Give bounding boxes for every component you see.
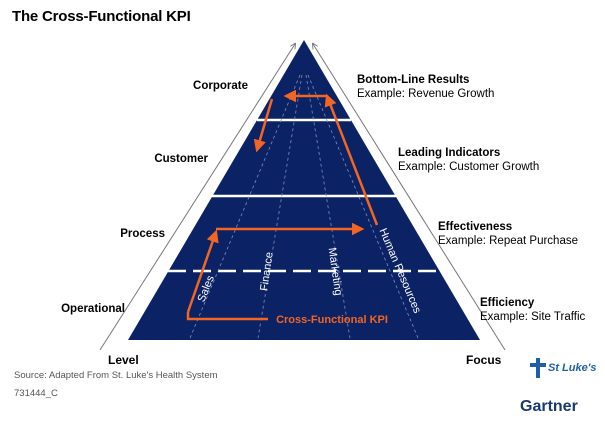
function-guide — [305, 74, 351, 339]
pyramid-body — [128, 40, 480, 340]
kpi-flow-down-left — [253, 98, 274, 153]
focus-example: Example: Customer Growth — [398, 161, 540, 173]
source-note: Source: Adapted From St. Luke's Health S… — [14, 370, 218, 381]
stlukes-logo: St Luke's — [530, 358, 596, 378]
level-label-operational: Operational — [61, 303, 125, 315]
function-guide — [257, 74, 303, 339]
level-label-corporate: Corporate — [193, 80, 248, 92]
level-label-process: Process — [120, 228, 165, 240]
page-title: The Cross-Functional KPI — [12, 8, 191, 25]
focus-effectiveness: Effectiveness Example: Repeat Purchase — [438, 220, 578, 248]
level-axis-line — [99, 44, 295, 351]
focus-example: Example: Site Traffic — [480, 311, 586, 323]
focus-bottom-line: Bottom-Line Results Example: Revenue Gro… — [357, 73, 494, 101]
focus-heading: Efficiency — [480, 297, 535, 309]
focus-example: Example: Revenue Growth — [357, 88, 495, 100]
stlukes-logo-text: St Luke's — [548, 362, 597, 374]
kpi-label: Cross-Functional KPI — [276, 314, 388, 326]
kpi-flow-right-up — [324, 93, 379, 226]
kpi-flow-arrows — [186, 89, 379, 321]
level-label-customer: Customer — [154, 153, 208, 165]
focus-heading: Effectiveness — [438, 221, 513, 233]
gartner-logo: Gartner — [520, 398, 578, 415]
focus-heading: Leading Indicators — [398, 147, 501, 159]
function-label-finance: Finance — [258, 251, 275, 291]
focus-axis-line — [313, 44, 506, 351]
figure-code: 731444_C — [14, 388, 58, 399]
axis-label-focus: Focus — [466, 353, 502, 367]
kpi-flow-left-up — [186, 229, 219, 313]
cross-icon — [530, 358, 546, 378]
focus-example: Example: Repeat Purchase — [438, 235, 578, 247]
kpi-flow-left-up — [186, 312, 268, 321]
focus-efficiency: Efficiency Example: Site Traffic — [480, 296, 585, 324]
focus-leading-indicators: Leading Indicators Example: Customer Gro… — [398, 146, 539, 174]
focus-heading: Bottom-Line Results — [357, 74, 470, 86]
axis-label-level: Level — [108, 353, 139, 367]
